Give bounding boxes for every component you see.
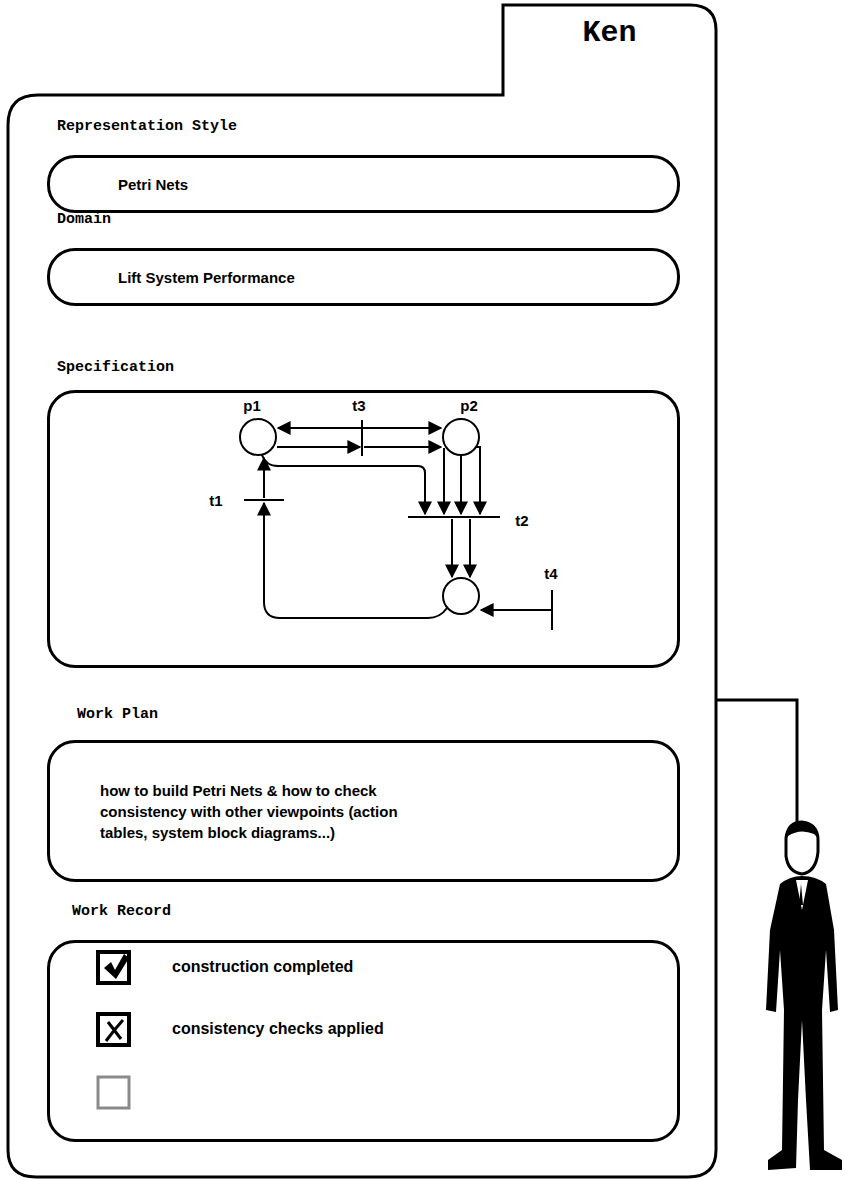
person-figure (766, 822, 842, 1170)
arc (262, 455, 425, 514)
arc (451, 519, 453, 577)
arc (443, 448, 445, 514)
transition-bar (244, 499, 284, 501)
petri-net (240, 419, 552, 630)
place-circle (240, 419, 276, 455)
arc (460, 455, 462, 514)
petri-label: p1 (243, 397, 261, 414)
arc (476, 447, 480, 514)
owner-line (716, 700, 797, 828)
section-node: DomainLift System Performance (47, 211, 680, 306)
checklist-item: consistency checks applied (172, 1020, 384, 1038)
place-circle (443, 578, 479, 614)
checkbox-checked (98, 952, 129, 983)
petri-label: t1 (209, 492, 222, 509)
checkbox-crossed (98, 1014, 129, 1045)
cross-mark (106, 1020, 123, 1041)
rounded-box: Petri Nets (47, 155, 680, 213)
petri-label: p2 (460, 397, 478, 414)
arc (469, 519, 471, 577)
section-text: Lift System Performance (118, 267, 295, 288)
check-mark (104, 954, 129, 979)
section-node: Representation StylePetri Nets (47, 118, 680, 213)
arc (264, 503, 447, 618)
petri-label: t3 (352, 397, 365, 414)
rounded-box: how to build Petri Nets & how to check c… (47, 740, 680, 882)
rounded-box (47, 390, 680, 668)
petri-label: t2 (515, 512, 528, 529)
transition-bar (408, 516, 500, 518)
section-heading: Representation Style (57, 118, 237, 135)
arc (263, 458, 265, 498)
arc (278, 427, 441, 429)
transition-bar (361, 420, 363, 456)
checkbox-empty (98, 1077, 129, 1108)
section-heading: Work Record (72, 903, 171, 920)
folder-tab-title: Ken (503, 16, 716, 50)
folder-outline (0, 0, 720, 1180)
arc (481, 609, 552, 611)
rounded-box (47, 940, 680, 1142)
section-heading: Domain (57, 211, 111, 228)
section-heading: Specification (57, 359, 174, 376)
folder-path (8, 5, 716, 1177)
section-heading: Work Plan (77, 706, 158, 723)
place-circle (443, 419, 479, 455)
rounded-box: Lift System Performance (47, 248, 680, 306)
checkboxes (98, 952, 129, 1108)
checklist-item: construction completed (172, 958, 353, 976)
arc (277, 446, 360, 448)
section-text: how to build Petri Nets & how to check c… (100, 780, 445, 843)
petri-label: t4 (544, 565, 557, 582)
folder-node: KenRepresentation StylePetri NetsDomainL… (0, 0, 720, 1180)
arc (364, 446, 441, 448)
section-text: Petri Nets (118, 174, 188, 195)
section-node: Work Plan how to build Petri Nets & how t… (47, 706, 680, 882)
